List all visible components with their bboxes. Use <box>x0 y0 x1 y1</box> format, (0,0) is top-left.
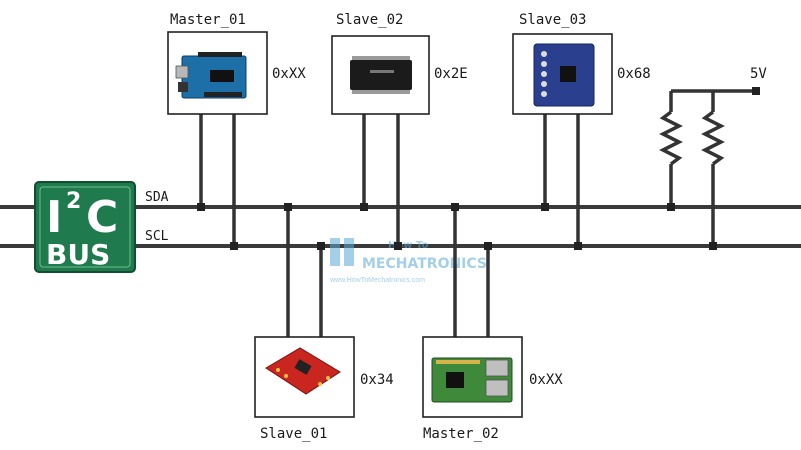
watermark-mark <box>330 238 340 266</box>
junction-master01-sda <box>197 203 205 211</box>
junctions <box>197 203 717 250</box>
watermark-line2: MECHATRONICS <box>362 256 487 272</box>
slave03-addr: 0x68 <box>617 66 651 82</box>
scl-label: SCL <box>145 229 169 244</box>
slave01-name: Slave_01 <box>260 426 327 442</box>
logo-i: I <box>46 192 62 243</box>
junction-r2-scl <box>709 242 717 250</box>
pullup-network <box>663 87 760 246</box>
junction-slave02-scl <box>394 242 402 250</box>
resistor-2-icon <box>705 112 721 164</box>
ic-chip-icon <box>350 56 412 94</box>
junction-slave01-sda <box>284 203 292 211</box>
master02-name: Master_02 <box>423 426 499 442</box>
vcc-terminal <box>752 87 760 95</box>
slave02-addr: 0x2E <box>434 66 468 82</box>
resistor-1-icon <box>663 112 679 164</box>
junction-master01-scl <box>230 242 238 250</box>
logo-sup: 2 <box>66 189 81 214</box>
arduino-board-icon <box>176 52 246 98</box>
logo-c: C <box>86 192 118 243</box>
junction-slave01-scl <box>317 242 325 250</box>
power-label: 5V <box>750 66 767 82</box>
raspberry-pi-board-icon <box>432 358 512 402</box>
logo-bus: BUS <box>46 238 110 271</box>
sda-label: SDA <box>145 190 169 205</box>
watermark-line3: www.HowToMechatronics.com <box>329 277 425 284</box>
junction-slave03-sda <box>541 203 549 211</box>
junction-slave02-sda <box>360 203 368 211</box>
slave01-addr: 0x34 <box>360 372 394 388</box>
i2c-bus-logo: I 2 C BUS <box>35 182 135 272</box>
master01-addr: 0xXX <box>272 66 306 82</box>
master01-name: Master_01 <box>170 12 246 28</box>
slave03-name: Slave_03 <box>519 12 586 28</box>
junction-master02-scl <box>484 242 492 250</box>
slave02-name: Slave_02 <box>336 12 403 28</box>
junction-slave03-scl <box>574 242 582 250</box>
junction-r1-sda <box>667 203 675 211</box>
master02-addr: 0xXX <box>529 372 563 388</box>
junction-master02-sda <box>451 203 459 211</box>
sensor-module-icon <box>534 44 594 106</box>
watermark-mark-2 <box>344 238 354 266</box>
